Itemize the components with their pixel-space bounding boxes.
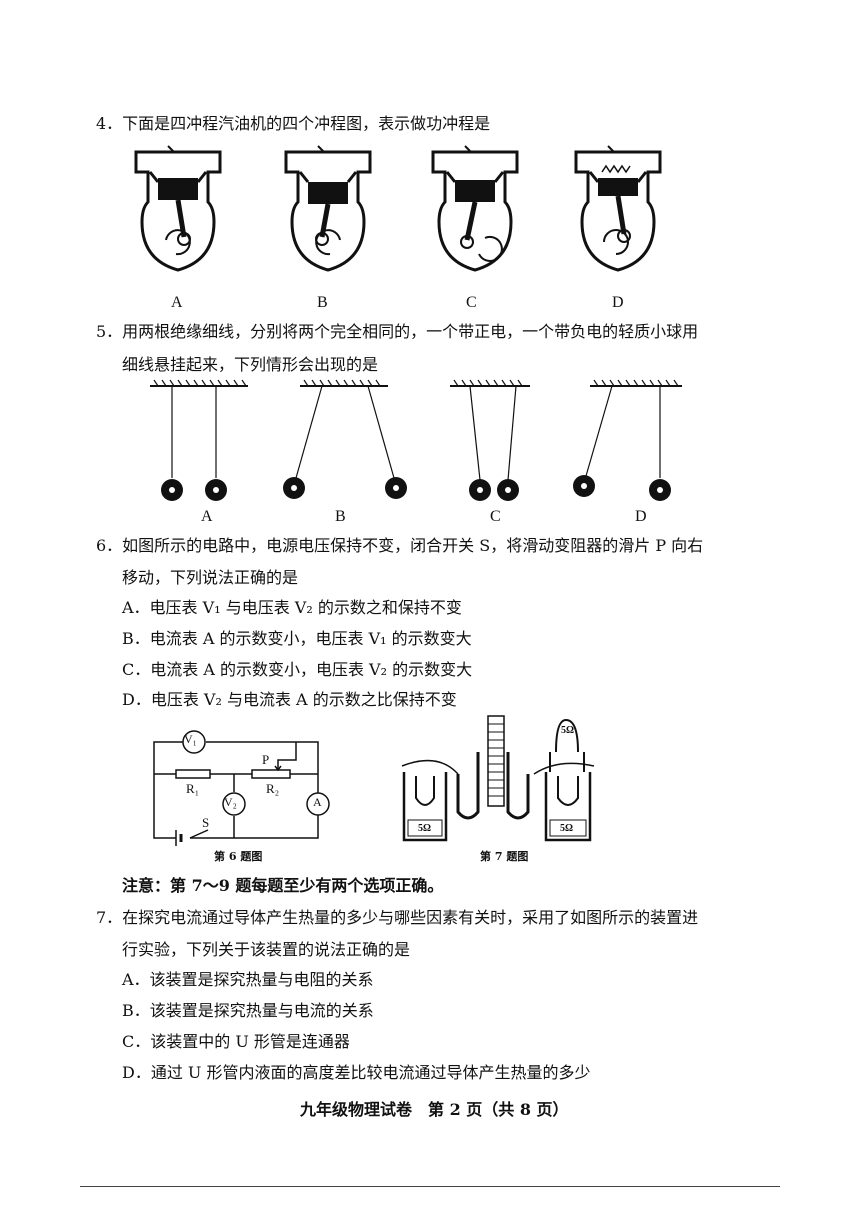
q6-option-a: A．电压表 V₁ 与电压表 V₂ 的示数之和保持不变	[122, 598, 462, 617]
circuit-diagram	[153, 730, 330, 846]
engine-diagram-c	[431, 145, 519, 272]
q5-option-d: D	[635, 508, 647, 525]
q4-stem: 4．下面是四冲程汽油机的四个冲程图，表示做功冲程是	[96, 114, 491, 133]
q5-stem-line2: 细线悬挂起来，下列情形会出现的是	[122, 355, 379, 374]
q7-option-a: A．该装置是探究热量与电阻的关系	[122, 970, 374, 989]
q5-stem-line1: 5．用两根绝缘细线，分别将两个完全相同的，一个带正电，一个带负电的轻质小球用	[96, 322, 699, 341]
engine-diagram-d	[574, 145, 662, 272]
q7-option-c: C．该装置中的 U 形管是连通器	[122, 1032, 350, 1051]
q4-option-c: C	[466, 294, 477, 311]
engine-diagram-a	[134, 145, 222, 272]
resistor-r2-label: R₂	[266, 781, 280, 796]
pendulum-diagram-c	[450, 379, 530, 501]
bottom-rule	[80, 1186, 780, 1187]
engine-diagram-b	[284, 145, 372, 272]
q4-option-d: D	[612, 294, 624, 311]
q6-stem-line1: 6．如图所示的电路中，电源电压保持不变，闭合开关 S，将滑动变阻器的滑片 P 向…	[96, 536, 704, 555]
q6-stem-line2: 移动，下列说法正确的是	[122, 568, 299, 587]
voltmeter-v2-label: V₂	[224, 795, 237, 809]
q5-option-c: C	[490, 508, 501, 525]
right-resistor-label: 5Ω	[560, 823, 574, 834]
q7-option-d: D．通过 U 形管内液面的高度差比较电流通过导体产生热量的多少	[122, 1063, 591, 1082]
pendulum-diagram-a	[150, 379, 248, 501]
figure-7-caption: 第 7 题图	[480, 850, 529, 863]
page-footer: 九年级物理试卷 第 2 页（共 8 页）	[300, 1100, 569, 1119]
q6-option-c: C．电流表 A 的示数变小，电压表 V₂ 的示数变大	[122, 660, 473, 679]
pendulum-diagram-d	[573, 379, 682, 501]
q4-option-a: A	[171, 294, 183, 311]
ammeter-label: A	[313, 795, 322, 809]
q7-option-b: B．该装置是探究热量与电流的关系	[122, 1001, 374, 1020]
q4-option-b: B	[317, 294, 328, 311]
q6-option-d: D．电压表 V₂ 与电流表 A 的示数之比保持不变	[122, 690, 457, 709]
left-resistor-label: 5Ω	[418, 823, 432, 834]
q7-stem-line1: 7．在探究电流通过导体产生热量的多少与哪些因素有关时，采用了如图所示的装置进	[96, 908, 699, 927]
multi-answer-note: 注意：第 7～9 题每题至少有两个选项正确。	[122, 876, 444, 895]
slider-p-label: P	[262, 752, 270, 767]
figure-6-caption: 第 6 题图	[214, 850, 263, 863]
q7-stem-line2: 行实验，下列关于该装置的说法正确的是	[122, 940, 411, 959]
resistor-r1-label: R₁	[186, 781, 200, 796]
switch-s-label: S	[202, 815, 210, 830]
q6-option-b: B．电流表 A 的示数变小，电压表 V₁ 的示数变大	[122, 629, 472, 648]
voltmeter-v1-label: V₁	[184, 732, 197, 746]
pendulum-diagram-b	[283, 379, 407, 499]
heating-apparatus-diagram	[401, 715, 595, 842]
top-resistor-label: 5Ω	[561, 725, 575, 736]
q5-option-b: B	[335, 508, 346, 525]
q5-option-a: A	[201, 508, 213, 525]
